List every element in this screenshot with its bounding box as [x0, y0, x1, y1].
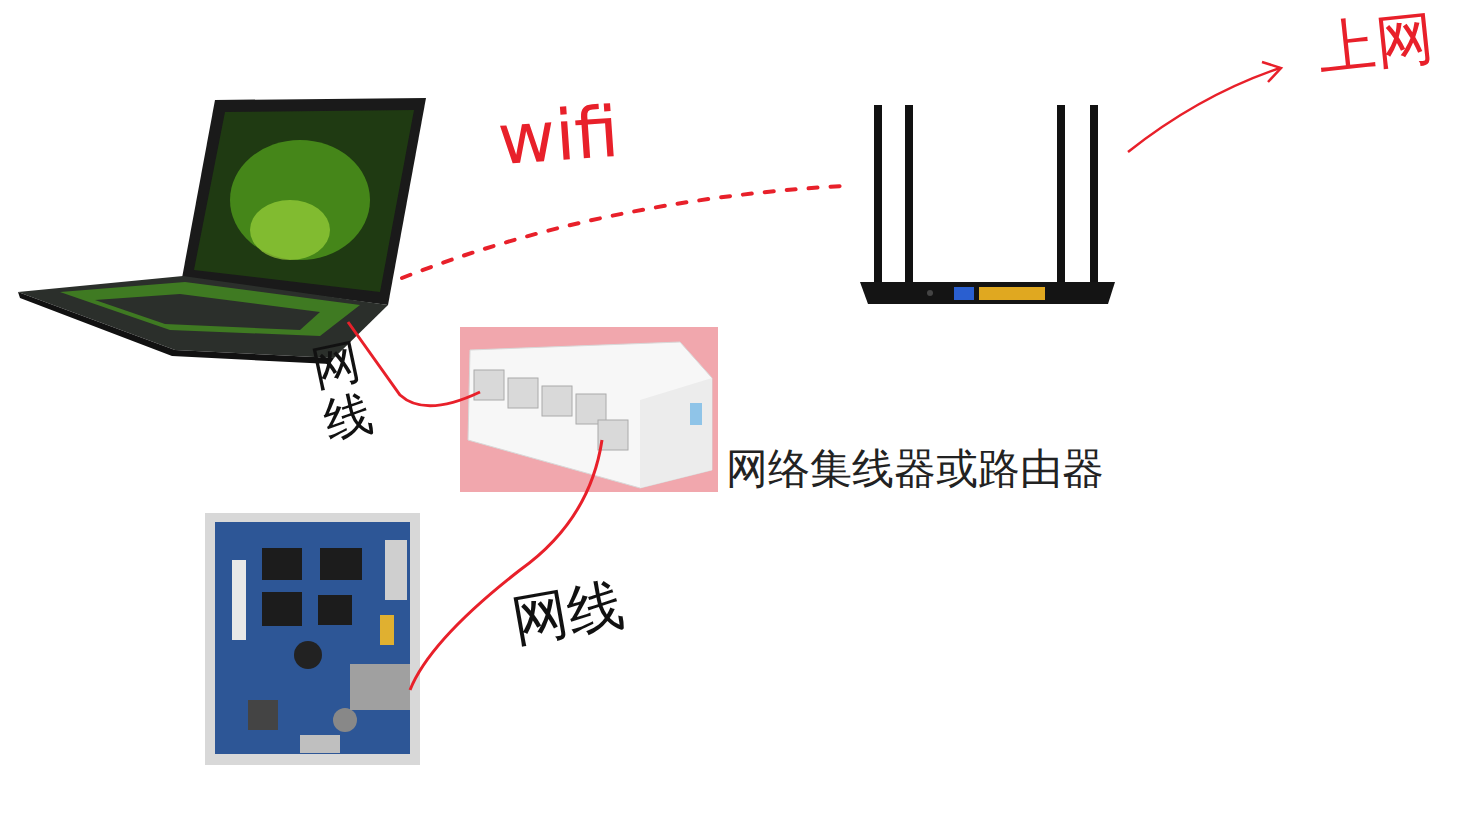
wifi-link [402, 186, 842, 278]
switch [460, 327, 718, 492]
wifi-label: wifi [495, 94, 621, 179]
cable-label: 网线 [308, 334, 377, 447]
router [860, 105, 1115, 304]
board [205, 513, 420, 765]
internet-arrow [1128, 62, 1281, 152]
internet-label: 上网 [1315, 6, 1437, 82]
laptop [18, 98, 426, 364]
cable-label: 网线 [508, 573, 629, 653]
device-caption: 网络集线器或路由器 [726, 446, 1104, 492]
network-cable [348, 322, 480, 406]
network-cable [410, 440, 602, 690]
